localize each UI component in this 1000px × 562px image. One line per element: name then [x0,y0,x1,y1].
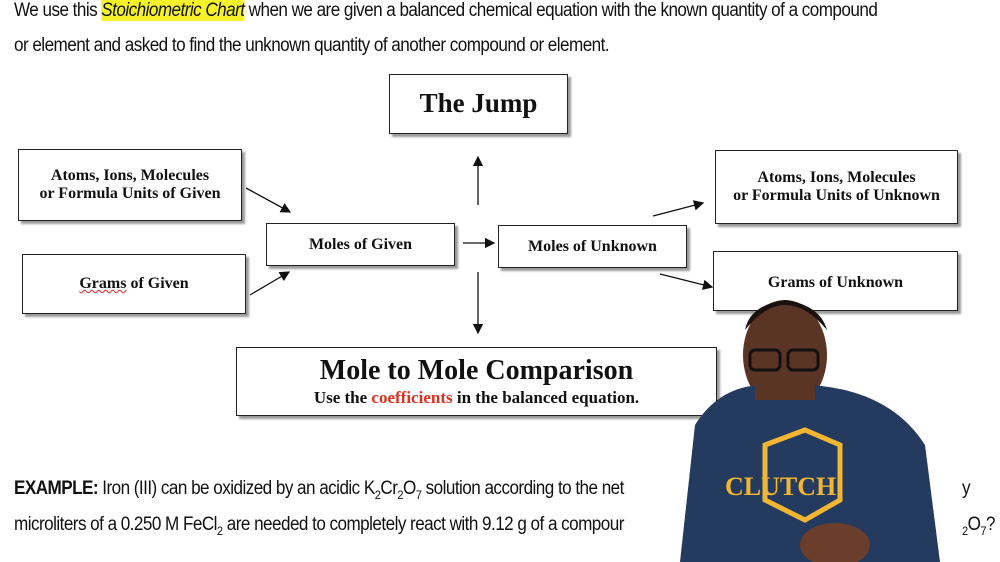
example-text: are needed to completely react with 9.12… [222,514,625,535]
box-label: Grams [79,275,127,293]
example-text: O [403,478,416,499]
intro-text: We use this [14,0,102,21]
presenter-video: CLUTCH [680,300,940,562]
example-line-2-end: 2O7? [962,514,996,538]
comparison-text: Use the [313,387,372,407]
atoms-unknown-box: Atoms, Ions, Molecules or Formula Units … [715,150,958,224]
mole-comparison-box: Mole to Mole Comparison Use the coeffici… [236,347,717,416]
box-label: Atoms, Ions, Molecules [757,169,916,187]
example-text: Iron (III) can be oxidized by an acidic … [98,478,375,499]
shirt-logo-text: CLUTCH [725,472,836,501]
presenter-hand [800,523,870,562]
arrow-moles-to-grams [659,273,714,290]
example-label: EXAMPLE: [14,478,99,499]
box-label: Moles of Unknown [528,237,657,255]
box-label: Moles of Given [308,235,413,253]
glasses-icon [748,348,782,372]
box-label: or Formula Units of Unknown [733,187,940,204]
highlighted-term: Stoichiometric Chart [101,0,245,21]
comparison-title: Mole to Mole Comparison [319,354,634,386]
example-text: O [967,514,981,535]
box-label: of Given [126,275,189,293]
moles-given-box: Moles of Given [266,223,455,266]
box-label: Grams of Unknown [767,274,904,291]
grams-unknown-box: Grams of Unknown [713,251,958,311]
intro-text: when we are given a balanced chemical eq… [244,0,878,21]
intro-line-2: or element and asked to find the unknown… [14,35,610,56]
arrow-moles-to-atoms [652,200,705,217]
example-line-2: microliters of a 0.250 M FeCl2 are neede… [14,514,624,538]
coefficients-keyword: coefficients [371,387,453,407]
box-label: Atoms, Ions, Molecules [50,167,210,185]
box-label: or Formula Units of Given [39,185,221,202]
example-text: ? [986,514,996,535]
example-text: solution according to the net [421,478,625,499]
example-text: microliters of a 0.250 M FeCl [14,514,217,535]
arrow-atoms-to-moles [245,187,292,213]
grams-given-box: Grams of Given [22,254,246,314]
presenter-hair [745,300,827,330]
jump-label: The Jump [419,88,538,119]
intro-line-1: We use this Stoichiometric Chart when we… [14,0,878,22]
moles-unknown-box: Moles of Unknown [498,225,687,268]
jump-box: The Jump [389,74,568,134]
example-text: Cr [380,478,398,499]
atoms-given-box: Atoms, Ions, Molecules or Formula Units … [18,149,242,221]
example-line-1-end: y [962,478,971,499]
example-line-1: EXAMPLE: Iron (III) can be oxidized by a… [14,478,624,502]
hexagon-logo [762,427,843,523]
arrow-grams-to-moles [249,271,291,296]
comparison-text: in the balanced equation. [452,387,640,407]
presenter-shirt [680,385,940,562]
